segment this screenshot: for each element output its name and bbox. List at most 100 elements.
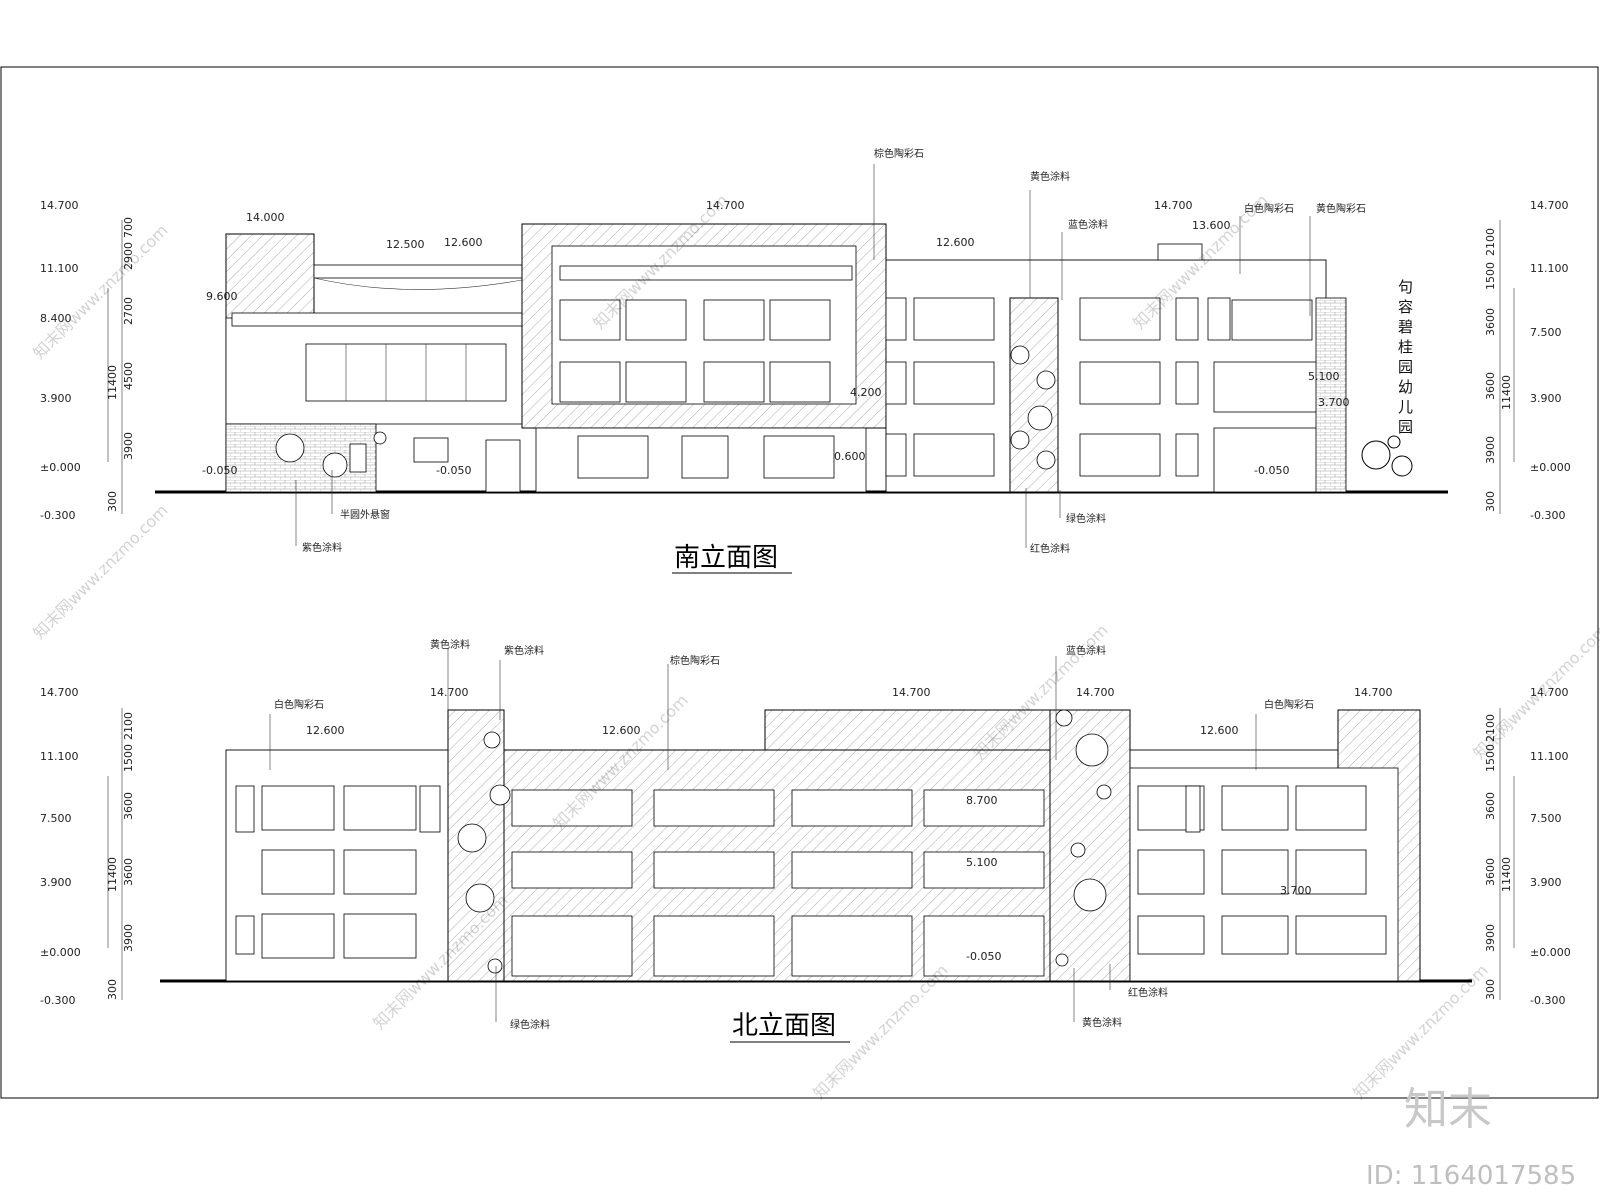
north-note: 红色涂料 (1128, 986, 1168, 999)
north-right-circles (1055, 709, 1112, 967)
north-central-windows (511, 789, 1045, 977)
south-level: -0.050 (1254, 464, 1289, 477)
svg-text:知末网www.znzmo.com: 知末网www.znzmo.com (29, 221, 171, 363)
north-dim-right-text: 2100 (1484, 714, 1497, 742)
south-level: 4.200 (850, 386, 882, 399)
south-dim-right-text: 3600 (1484, 308, 1497, 336)
watermark-id: ID: 1164017585 (1366, 1161, 1576, 1191)
south-elevation (155, 223, 1448, 494)
north-el-left: 14.700 (40, 686, 79, 699)
north-dim-left-text: 3900 (122, 924, 135, 952)
north-el-right: 14.700 (1530, 686, 1569, 699)
north-el-right: 3.900 (1530, 876, 1562, 889)
south-dim-right-text: 11400 (1500, 375, 1513, 410)
north-note: 蓝色涂料 (1066, 644, 1106, 657)
south-central-windows (559, 265, 853, 479)
south-level: 14.000 (246, 211, 285, 224)
north-dim-right-text: 1500 (1484, 744, 1497, 772)
south-level: -0.050 (202, 464, 237, 477)
north-el-right: -0.300 (1530, 994, 1565, 1007)
north-level: 14.700 (892, 686, 931, 699)
north-level: 3.700 (1280, 884, 1312, 897)
south-note: 白色陶彩石 (1244, 202, 1294, 215)
north-dim-left-text: 1500 (122, 744, 135, 772)
north-level: 8.700 (966, 794, 998, 807)
north-level: 14.700 (430, 686, 469, 699)
north-el-right: ±0.000 (1530, 946, 1571, 959)
north-level: 12.600 (602, 724, 641, 737)
north-note: 绿色涂料 (510, 1018, 550, 1031)
south-dim-right-text: 3600 (1484, 372, 1497, 400)
svg-text:幼: 幼 (1398, 378, 1413, 396)
svg-text:句: 句 (1398, 278, 1413, 296)
north-level: 12.600 (1200, 724, 1239, 737)
north-el-left: -0.300 (40, 994, 75, 1007)
south-note: 绿色涂料 (1066, 512, 1106, 525)
south-el-left: ±0.000 (40, 461, 81, 474)
south-note: 紫色涂料 (302, 541, 342, 554)
north-level: 14.700 (1076, 686, 1115, 699)
south-left-windows (305, 343, 521, 493)
north-left-windows (235, 785, 441, 959)
south-logo-graphic (1361, 435, 1413, 477)
south-level: 13.600 (1192, 219, 1231, 232)
north-el-right: 11.100 (1530, 750, 1569, 763)
south-el-right: -0.300 (1530, 509, 1565, 522)
south-el-left: 14.700 (40, 199, 79, 212)
south-dim-left-text: 2900 (122, 242, 135, 270)
south-level: 14.700 (1154, 199, 1193, 212)
south-note: 黄色陶彩石 (1316, 202, 1366, 215)
north-note: 白色陶彩石 (274, 698, 324, 711)
south-elevation-title: 南立面图 (674, 543, 778, 573)
south-railing-top (313, 264, 523, 279)
north-note-leaders (269, 648, 1257, 1022)
kindergarten-name-sign: 句 容 碧 桂 园 幼 儿 园 (1398, 278, 1413, 436)
north-dim-right-text: 3900 (1484, 924, 1497, 952)
north-dim-left-text: 300 (106, 979, 119, 1000)
south-dim-right-text: 2100 (1484, 228, 1497, 256)
south-level: -0.050 (436, 464, 471, 477)
north-level: -0.050 (966, 950, 1001, 963)
svg-text:园: 园 (1398, 358, 1413, 376)
south-dim-left-text: 3900 (122, 432, 135, 460)
north-dim-left-text: 3600 (122, 792, 135, 820)
north-note: 黄色涂料 (1082, 1016, 1122, 1029)
south-level: 12.600 (444, 236, 483, 249)
south-dim-right-text: 1500 (1484, 262, 1497, 290)
sheet-border (0, 66, 1599, 1099)
svg-text:园: 园 (1398, 418, 1413, 436)
north-el-left: ±0.000 (40, 946, 81, 959)
north-note: 白色陶彩石 (1264, 698, 1314, 711)
south-el-right: 3.900 (1530, 392, 1562, 405)
north-level: 12.600 (306, 724, 345, 737)
south-level: 12.500 (386, 238, 425, 251)
south-el-right: 11.100 (1530, 262, 1569, 275)
svg-text:容: 容 (1398, 298, 1413, 316)
south-dim-left-text: 4500 (122, 362, 135, 390)
north-dim-left (107, 708, 123, 1000)
south-round-window (275, 433, 305, 463)
south-level: 5.100 (1308, 370, 1340, 383)
south-level: 0.600 (834, 450, 866, 463)
north-el-left: 7.500 (40, 812, 72, 825)
north-dim-right-text: 3600 (1484, 792, 1497, 820)
south-dim-left-text: 700 (122, 217, 135, 238)
north-el-right: 7.500 (1530, 812, 1562, 825)
north-dim-left-text: 11400 (106, 857, 119, 892)
south-dim-right-text: 300 (1484, 491, 1497, 512)
north-note: 棕色陶彩石 (670, 654, 720, 667)
north-dim-right-text: 3600 (1484, 858, 1497, 886)
north-level: 5.100 (966, 856, 998, 869)
south-dim-right (1499, 220, 1515, 514)
south-level: 12.600 (936, 236, 975, 249)
south-note-leaders (295, 164, 1311, 548)
south-dim-left-text: 300 (106, 491, 119, 512)
south-dim-left (107, 220, 123, 514)
north-level: 14.700 (1354, 686, 1393, 699)
north-el-left: 3.900 (40, 876, 72, 889)
north-dim-right-text: 300 (1484, 979, 1497, 1000)
north-right-windows (1137, 785, 1387, 955)
south-level: 14.700 (706, 199, 745, 212)
watermark-logo: 知末 (1404, 1084, 1492, 1135)
